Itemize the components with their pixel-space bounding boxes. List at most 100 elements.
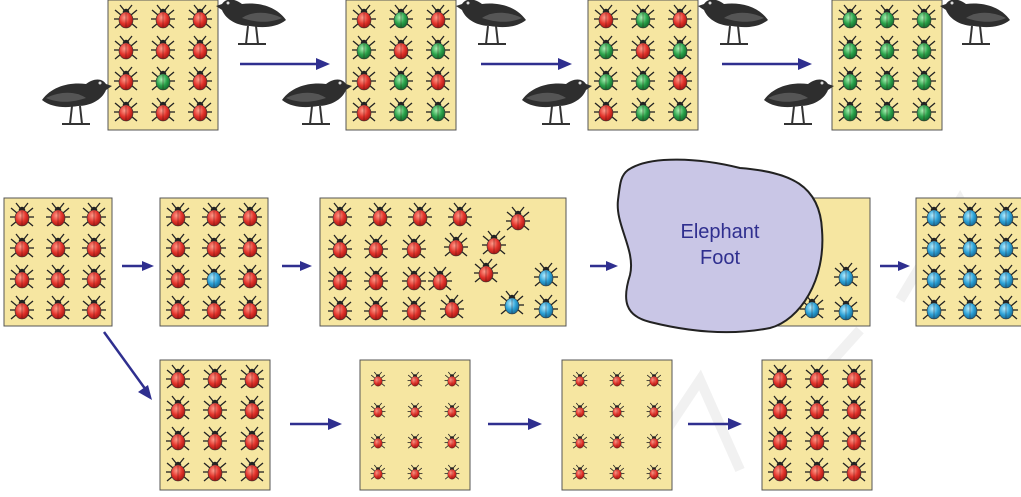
beetle-icon bbox=[82, 233, 106, 258]
arrow-icon bbox=[122, 261, 154, 271]
beetle-icon bbox=[426, 97, 450, 122]
crow-icon bbox=[764, 79, 834, 125]
beetle-icon bbox=[364, 234, 388, 259]
beetle-grid-r3p1 bbox=[166, 364, 264, 482]
beetle-icon bbox=[668, 35, 692, 60]
beetle-icon bbox=[534, 294, 558, 319]
beetle-icon bbox=[188, 35, 212, 60]
beetle-icon bbox=[912, 35, 936, 60]
beetle-icon bbox=[444, 232, 468, 257]
beetle-icon bbox=[805, 395, 829, 420]
beetle-icon bbox=[958, 295, 982, 320]
arrow-icon bbox=[488, 418, 542, 430]
beetle-grid-r3p4 bbox=[768, 364, 866, 482]
beetle-icon bbox=[875, 66, 899, 91]
beetle-icon bbox=[594, 66, 618, 91]
beetle-icon bbox=[389, 97, 413, 122]
beetle-icon bbox=[609, 402, 625, 418]
beetle-icon bbox=[922, 264, 946, 289]
beetle-icon bbox=[838, 97, 862, 122]
beetle-grid-r3p3 bbox=[572, 371, 662, 480]
beetle-icon bbox=[203, 457, 227, 482]
arrow-icon bbox=[282, 261, 312, 271]
beetle-icon bbox=[594, 35, 618, 60]
beetle-icon bbox=[370, 371, 386, 387]
beetle-icon bbox=[328, 202, 352, 227]
beetle-icon bbox=[352, 4, 376, 29]
beetle-icon bbox=[202, 295, 226, 320]
beetle-icon bbox=[834, 296, 858, 321]
beetle-icon bbox=[407, 402, 423, 418]
beetle-icon bbox=[364, 266, 388, 291]
beetle-icon bbox=[114, 97, 138, 122]
beetle-icon bbox=[402, 234, 426, 259]
beetle-icon bbox=[240, 395, 264, 420]
beetle-icon bbox=[609, 433, 625, 449]
arrow-icon bbox=[481, 58, 572, 70]
beetle-icon bbox=[402, 266, 426, 291]
beetle-icon bbox=[166, 233, 190, 258]
beetle-icon bbox=[203, 364, 227, 389]
arrow-icon bbox=[688, 418, 742, 430]
arrow-icon bbox=[102, 331, 152, 400]
beetle-icon bbox=[842, 426, 866, 451]
beetle-icon bbox=[188, 4, 212, 29]
beetle-icon bbox=[238, 295, 262, 320]
beetle-icon bbox=[328, 234, 352, 259]
beetle-icon bbox=[389, 4, 413, 29]
beetle-icon bbox=[46, 264, 70, 289]
beetle-icon bbox=[875, 4, 899, 29]
beetle-icon bbox=[838, 66, 862, 91]
beetle-icon bbox=[151, 66, 175, 91]
beetle-icon bbox=[912, 4, 936, 29]
beetle-icon bbox=[370, 464, 386, 480]
beetle-icon bbox=[166, 295, 190, 320]
beetle-icon bbox=[240, 364, 264, 389]
beetle-icon bbox=[238, 202, 262, 227]
arrow-icon bbox=[290, 418, 342, 430]
beetle-icon bbox=[444, 464, 460, 480]
beetle-icon bbox=[389, 35, 413, 60]
beetle-icon bbox=[10, 264, 34, 289]
beetle-icon bbox=[842, 364, 866, 389]
beetle-icon bbox=[352, 66, 376, 91]
beetle-icon bbox=[474, 258, 498, 283]
beetle-icon bbox=[768, 364, 792, 389]
beetle-icon bbox=[875, 35, 899, 60]
beetle-icon bbox=[805, 426, 829, 451]
beetle-icon bbox=[922, 233, 946, 258]
beetle-grid-r1p2 bbox=[352, 4, 450, 122]
beetle-icon bbox=[958, 233, 982, 258]
beetle-icon bbox=[370, 433, 386, 449]
beetle-icon bbox=[202, 233, 226, 258]
beetle-icon bbox=[768, 426, 792, 451]
beetle-icon bbox=[609, 371, 625, 387]
beetle-icon bbox=[572, 402, 588, 418]
beetle-grid-r1p3 bbox=[594, 4, 692, 122]
beetle-icon bbox=[805, 457, 829, 482]
crow-icon bbox=[216, 0, 286, 45]
beetle-icon bbox=[534, 262, 558, 287]
beetle-icon bbox=[838, 4, 862, 29]
beetle-icon bbox=[188, 66, 212, 91]
beetle-icon bbox=[368, 202, 392, 227]
beetle-icon bbox=[82, 264, 106, 289]
beetle-icon bbox=[151, 4, 175, 29]
beetle-icon bbox=[203, 395, 227, 420]
beetle-icon bbox=[994, 202, 1018, 227]
beetle-icon bbox=[912, 66, 936, 91]
beetle-icon bbox=[352, 35, 376, 60]
beetle-icon bbox=[240, 426, 264, 451]
beetle-icon bbox=[444, 371, 460, 387]
beetle-icon bbox=[482, 230, 506, 255]
beetle-scatter-r2p3 bbox=[328, 202, 558, 321]
beetle-icon bbox=[328, 296, 352, 321]
beetle-icon bbox=[631, 35, 655, 60]
beetle-icon bbox=[800, 294, 824, 319]
beetle-icon bbox=[444, 402, 460, 418]
arrow-icon bbox=[590, 261, 618, 271]
beetle-icon bbox=[768, 457, 792, 482]
beetle-icon bbox=[838, 35, 862, 60]
beetle-icon bbox=[402, 296, 426, 321]
beetle-icon bbox=[407, 371, 423, 387]
